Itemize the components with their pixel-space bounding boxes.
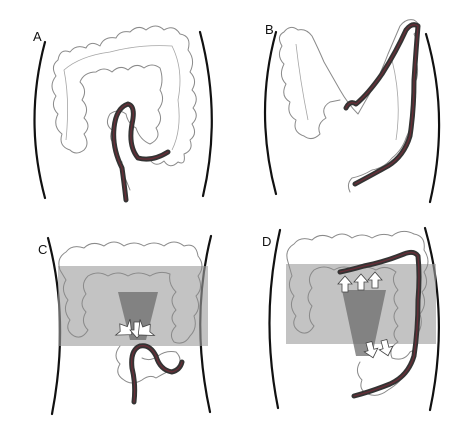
panel-a: A [33,26,212,200]
abdomen-right-line [426,34,439,202]
abdomen-left-line [265,32,276,194]
abdomen-left-line [35,42,46,198]
abdomen-right-line [200,32,212,196]
panel-label-d: D [262,234,271,249]
panel-b: B [265,20,439,202]
panel-d: D [262,228,439,410]
endoscope [132,346,182,402]
endoscope [114,104,168,200]
panel-label-a: A [33,29,42,44]
panel-label-b: B [265,22,274,37]
endoscope [346,25,418,184]
panel-label-c: C [38,242,47,257]
abdomen-left-line [269,230,280,408]
panel-c: C [38,236,211,414]
